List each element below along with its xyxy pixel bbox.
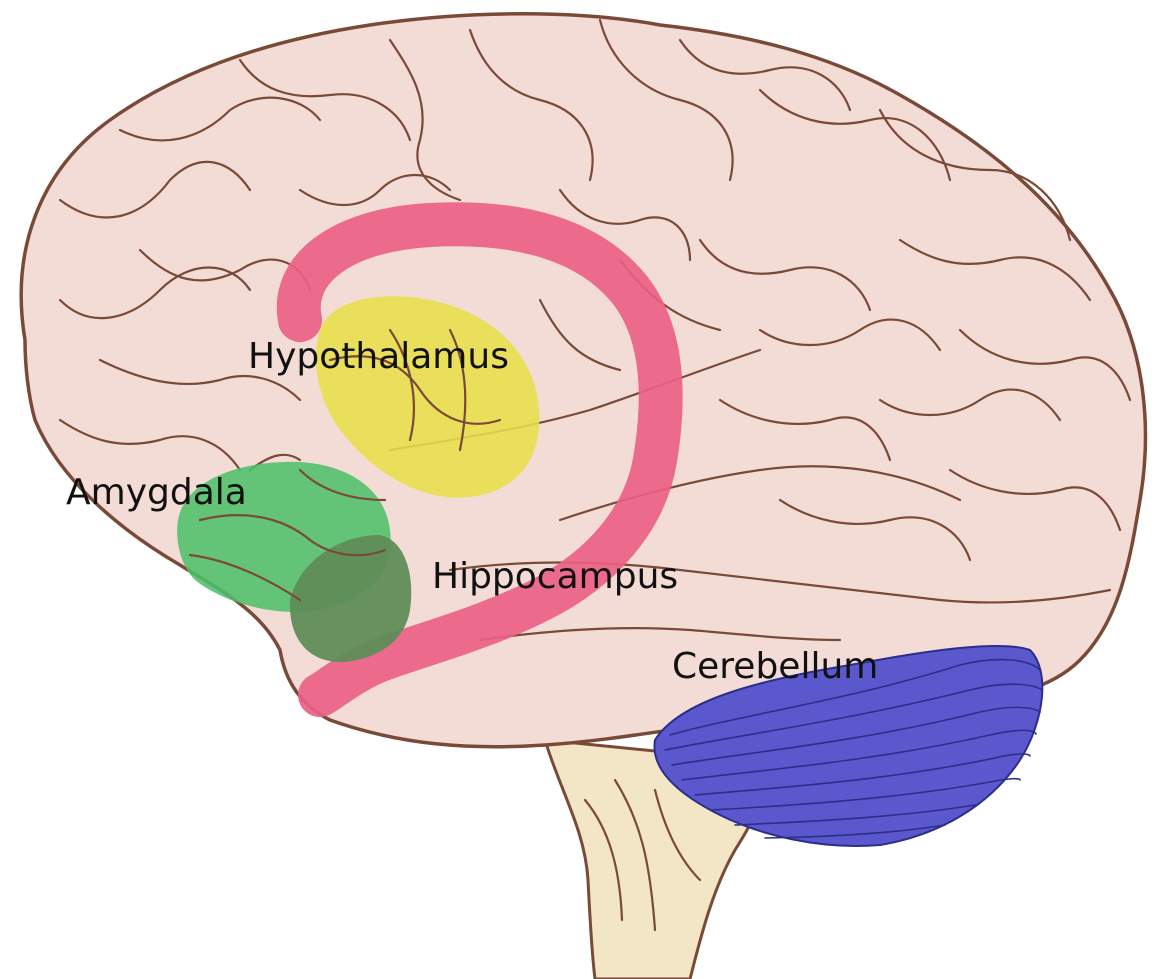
cerebrum (21, 14, 1145, 747)
label-cerebellum: Cerebellum (672, 646, 878, 687)
label-hypothalamus: Hypothalamus (248, 336, 509, 377)
label-amygdala: Amygdala (66, 472, 247, 513)
label-hippocampus: Hippocampus (432, 556, 678, 597)
